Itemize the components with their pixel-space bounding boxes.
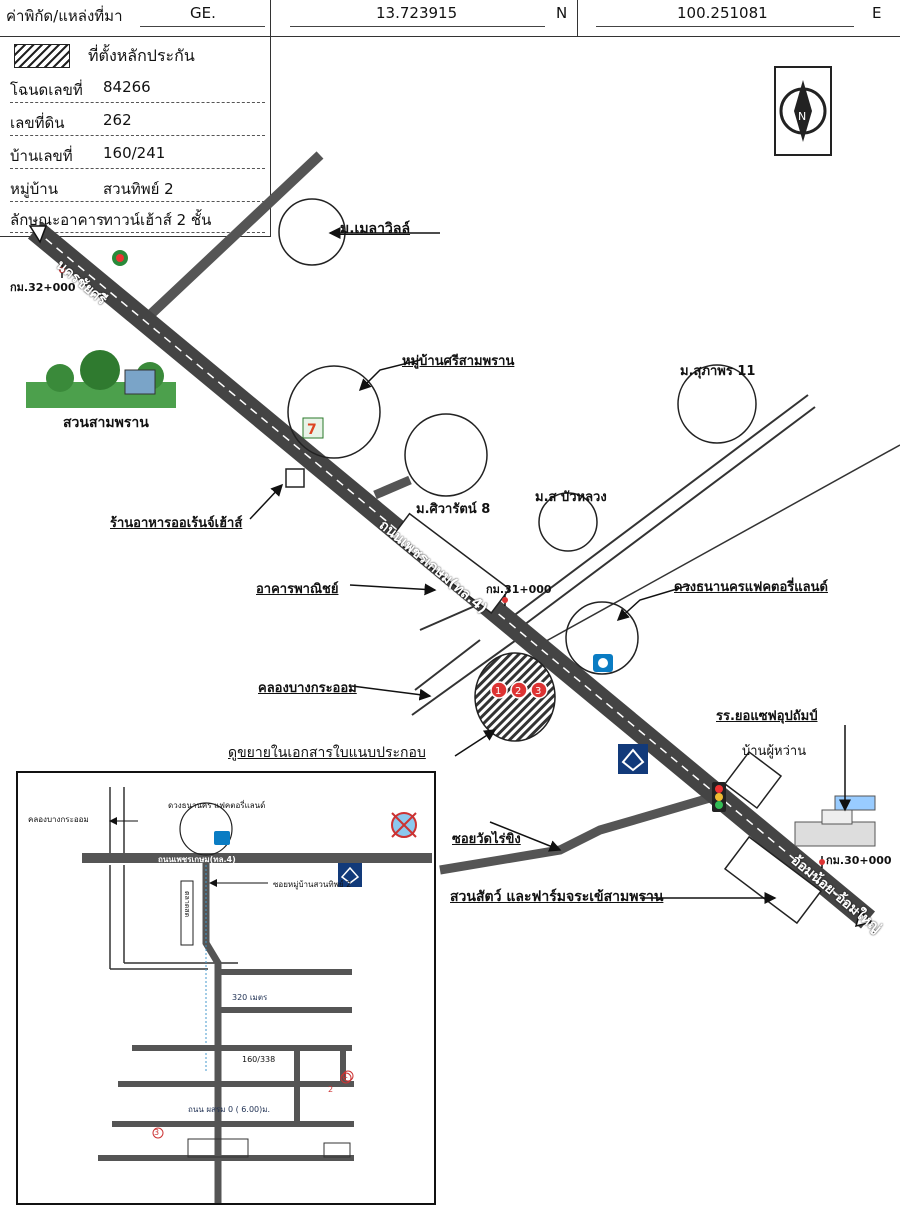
- inset-main-road-label: ถนนเพชรเกษม(ทล.4): [158, 855, 236, 864]
- inset-market-label: ตลาดสด: [183, 891, 191, 918]
- inset-distance-label: 320 เมตร: [232, 993, 268, 1002]
- side-road-right: [411, 394, 816, 716]
- longitude-direction: E: [872, 4, 882, 22]
- inset-bank-label: ดวงธนานคร แฟคตอรี่แลนด์: [168, 801, 266, 810]
- side-road-upper: [146, 151, 324, 319]
- label-sukapon: ม.สุภาพร 11: [680, 364, 756, 379]
- headman-house: [723, 750, 783, 810]
- coordinates-label: ค่าพิกัด/แหล่งที่มา: [6, 7, 123, 25]
- seven-eleven-icon: [302, 417, 324, 439]
- label-commercial: อาคารพาณิชย์: [256, 582, 339, 597]
- longitude-value: 100.251081: [677, 4, 768, 22]
- km-31-label: กม.31+000: [486, 583, 552, 596]
- inset-number-1: 1: [343, 1071, 349, 1080]
- svg-text:7: 7: [307, 422, 317, 438]
- latitude-value: 13.723915: [376, 4, 458, 22]
- coordinates-source: GE.: [190, 4, 216, 22]
- label-suanpran: สวนสามพราน: [63, 415, 149, 431]
- inset-number-2: 2: [328, 1085, 334, 1094]
- inset-inner-road-label: ถนน ผสรม 0 ( 6.00)ม.: [188, 1105, 271, 1114]
- label-bualuang: ม.ส บัวหลวง: [535, 490, 607, 505]
- restaurant-marker: [285, 468, 305, 488]
- inset-house-number: 160/338: [242, 1055, 276, 1064]
- village-siwarat: [404, 413, 488, 497]
- svg-text:3: 3: [535, 686, 541, 697]
- village-srisampran: [287, 365, 381, 459]
- garden-illustration: [26, 350, 176, 408]
- label-school: รร.ยอแซฟอุปถัมป์: [716, 709, 818, 724]
- school-icon: [794, 795, 876, 847]
- side-road-siwarat: [373, 475, 412, 500]
- label-see-attached: ดูขยายในเอกสารใบแนบประกอบ: [228, 745, 426, 761]
- km-30-label: กม.30+000: [826, 854, 892, 867]
- info-row: ลักษณะอาคารทาวน์เฮ้าส์ 2 ชั้น: [10, 202, 265, 233]
- village-sukapon: [677, 364, 757, 444]
- label-wat-soi: ซอยวัดไร่ขิง: [452, 832, 521, 847]
- label-melaville: ม.เมลาวิลล์: [340, 221, 411, 237]
- label-zoo: สวนสัตว์ และฟาร์มจระเข้สามพราน: [450, 889, 664, 905]
- property-info-panel: ที่ตั้งหลักประกัน โฉนดเลขที่84266 เลขที่…: [0, 36, 271, 237]
- compass-icon: N: [774, 66, 832, 156]
- bank-flower-circle: [565, 601, 639, 675]
- svg-text:1: 1: [495, 686, 501, 697]
- collateral-number-markers: 1 2 3: [490, 681, 548, 699]
- inset-detail-map: คลองบางกระออม ดวงธนานคร แฟคตอรี่แลนด์ ถน…: [16, 771, 436, 1205]
- latitude-direction: N: [556, 4, 568, 22]
- inset-number-3: 3: [154, 1128, 160, 1137]
- coordinates-bar: ค่าพิกัด/แหล่งที่มา GE. 13.723915 N 100.…: [0, 0, 900, 37]
- leader-arrows: [249, 227, 851, 904]
- info-row: บ้านเลขที่160/241: [10, 138, 265, 169]
- no-entry-icon: [391, 812, 417, 838]
- inset-bank-kasikorn-icon: [214, 831, 230, 845]
- zoo-area: [723, 835, 823, 925]
- commercial-building: [390, 512, 511, 614]
- info-row: โฉนดเลขที่84266: [10, 72, 265, 103]
- label-canal: คลองบางกระออม: [258, 681, 357, 696]
- label-srisampran: หมู่บ้านศรีสามพราน: [402, 354, 515, 369]
- collateral-hatch-swatch: [14, 44, 70, 68]
- traffic-light-icon: [712, 782, 726, 812]
- label-bank-flower: ดวงธนานครแฟคตอรี่แลนด์: [674, 580, 828, 595]
- village-melaville: [278, 198, 346, 266]
- inset-canal-label: คลองบางกระออม: [28, 815, 89, 824]
- label-headman: บ้านผู้หว่าน: [742, 744, 807, 759]
- collateral-legend-label: ที่ตั้งหลักประกัน: [88, 46, 195, 65]
- svg-text:2: 2: [515, 686, 521, 697]
- compass-letter: N: [798, 110, 806, 123]
- road-wat-soi: [439, 790, 722, 875]
- village-bualuang: [538, 492, 598, 552]
- info-row: หมู่บ้านสวนทิพย์ 2: [10, 171, 265, 202]
- label-restaurant: ร้านอาหารออเร้นจ์เฮ้าส์: [110, 516, 243, 531]
- km-post-icon: [59, 264, 825, 868]
- label-siwarat: ม.ศิวารัตน์ 8: [416, 502, 491, 517]
- inset-soi-label: ซอยหมู่บ้านสวนทิพย์ 2: [273, 880, 352, 889]
- inset-drawing: [82, 787, 432, 1203]
- km-32-label: กม.32+000: [10, 281, 76, 294]
